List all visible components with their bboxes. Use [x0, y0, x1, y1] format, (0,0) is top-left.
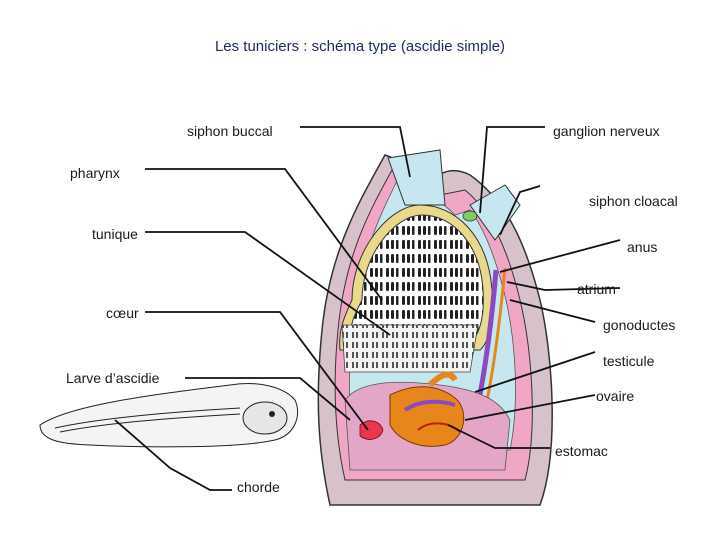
ganglion [462, 210, 478, 222]
stomach [389, 386, 465, 447]
label-coeur: cœur [106, 305, 139, 321]
intestine-loop [427, 371, 458, 388]
label-siphon-buccal: siphon buccal [187, 123, 273, 139]
label-ganglion-nerveux: ganglion nerveux [553, 123, 660, 139]
label-chorde: chorde [237, 479, 280, 495]
label-siphon-cloacal: siphon cloacal [589, 193, 678, 209]
label-gonoductes: gonoductes [603, 317, 676, 333]
page-title: Les tuniciers : schéma type (ascidie sim… [214, 38, 506, 55]
buccal-siphon [387, 149, 446, 206]
label-anus: anus [627, 239, 658, 255]
label-larve: Larve d’ascidie [66, 370, 160, 386]
larva [39, 382, 299, 448]
label-estomac: estomac [555, 443, 608, 459]
lower-pharynx [341, 324, 479, 373]
rectum [484, 267, 507, 406]
cloacal-siphon [469, 184, 521, 241]
gonoduct [475, 269, 499, 406]
label-testicule: testicule [603, 353, 655, 369]
leader-lines [114, 126, 621, 491]
testis [403, 399, 456, 412]
label-pharynx: pharynx [70, 165, 120, 181]
label-atrium: atrium [577, 281, 616, 297]
label-ovaire: ovaire [596, 388, 635, 404]
label-tunique: tunique [92, 226, 138, 242]
